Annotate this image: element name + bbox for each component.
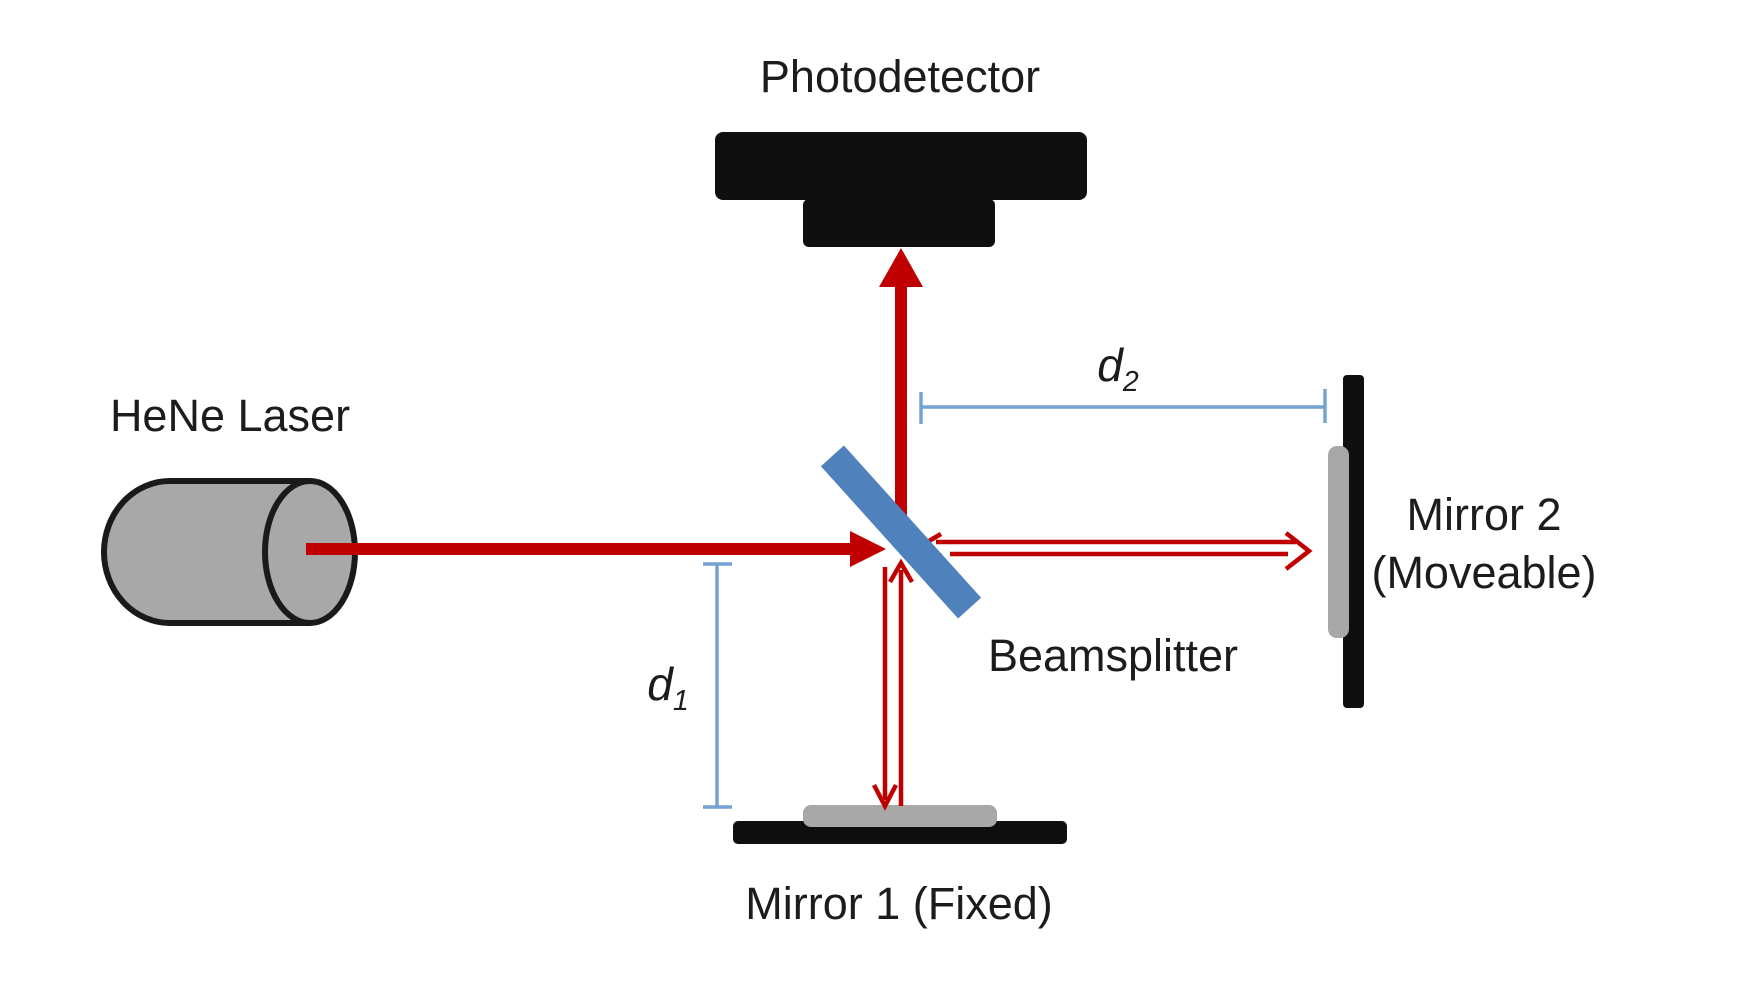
d1-dimension: [703, 562, 732, 809]
mirror2-assembly: [1328, 375, 1364, 708]
d1-label-sub: 1: [672, 685, 689, 718]
beam-laser-to-splitter: [306, 531, 886, 567]
photodetector-body: [715, 132, 1087, 247]
d2-dimension: [919, 389, 1327, 424]
mirror1-label: Mirror 1 (Fixed): [745, 878, 1053, 929]
d1-label-base: d: [647, 658, 673, 710]
beam-splitter-to-detector: [879, 248, 923, 520]
mirror2-label-line1: Mirror 2: [1406, 489, 1562, 540]
beamsplitter-shape: [820, 445, 982, 619]
beamsplitter-label: Beamsplitter: [987, 630, 1239, 681]
beam-splitter-mirror2: [917, 531, 1313, 571]
mirror2-label-line2: (Moveable): [1371, 547, 1597, 598]
mirror1-assembly: [733, 805, 1067, 844]
photodetector-label: Photodetector: [759, 51, 1041, 102]
d2-label-sub: 2: [1122, 366, 1139, 399]
d2-label: d2: [1097, 342, 1139, 405]
d2-label-base: d: [1097, 339, 1123, 391]
laser-label: HeNe Laser: [109, 390, 351, 441]
d1-label: d1: [647, 661, 689, 724]
mirror2-label: Mirror 2 (Moveable): [1371, 486, 1596, 602]
beam-splitter-mirror1: [872, 558, 914, 811]
